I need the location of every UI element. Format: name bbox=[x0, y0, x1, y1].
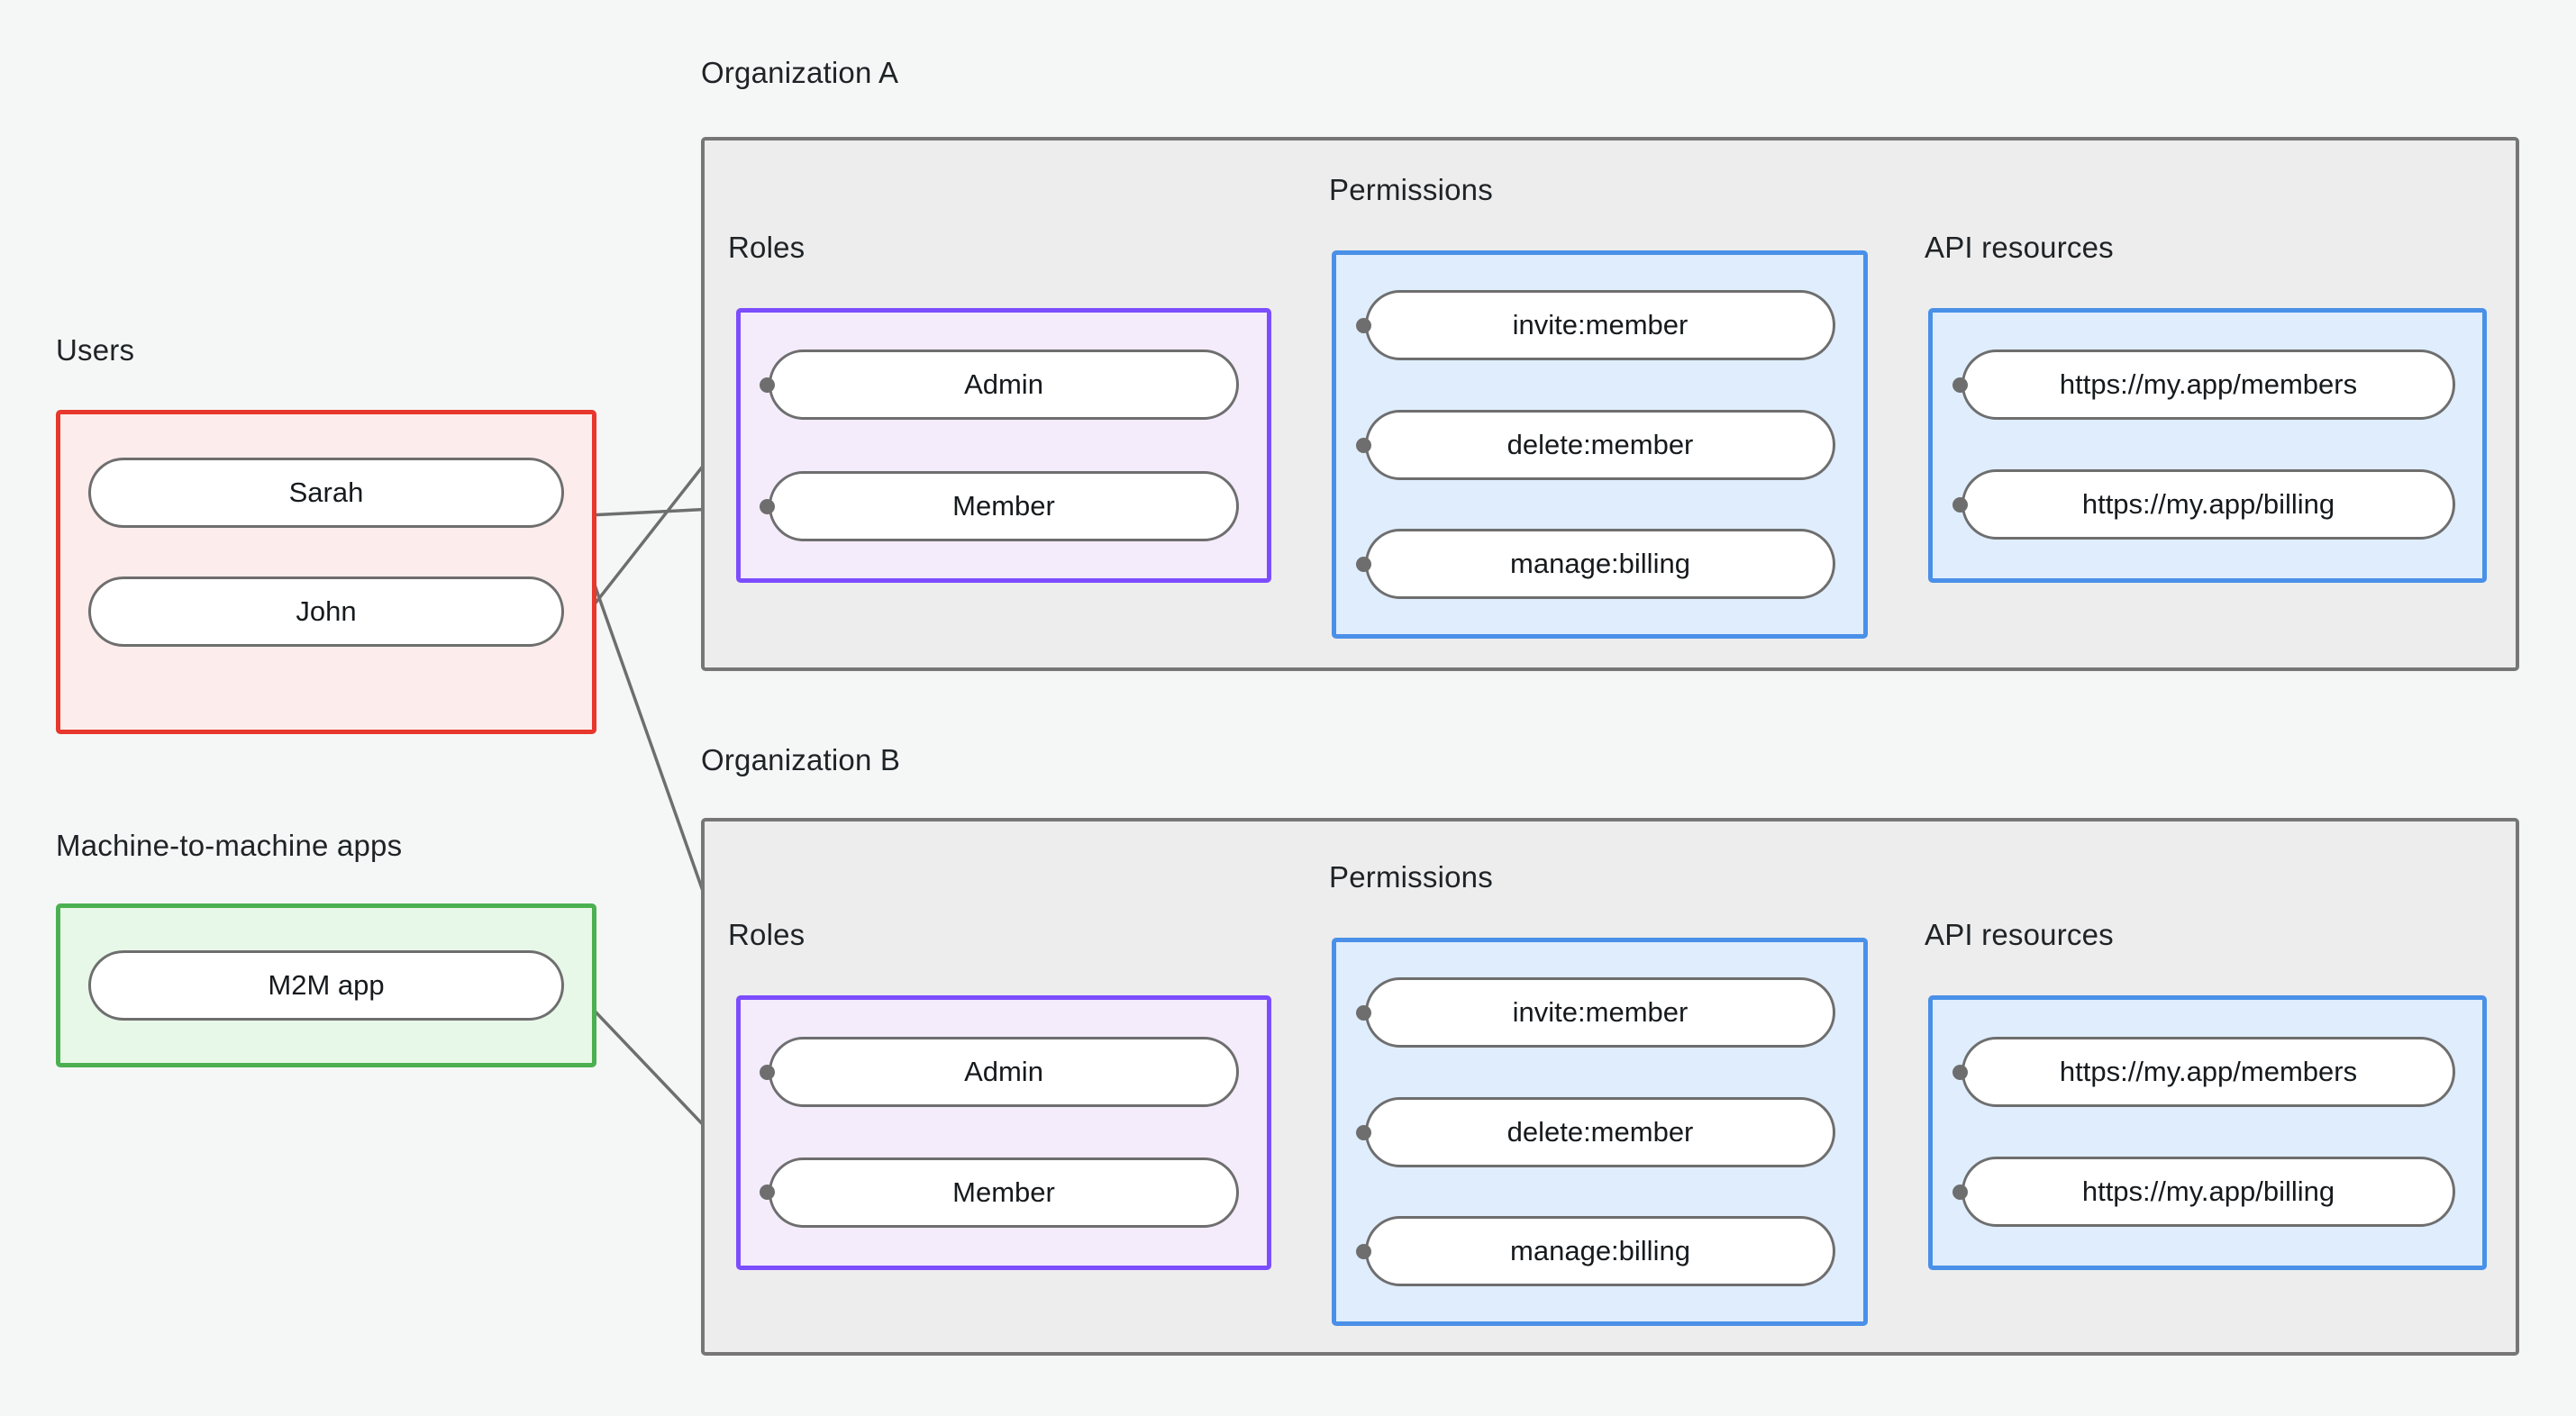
connector-dot-a-admin-left bbox=[760, 377, 775, 393]
org-a-roles-label: Roles bbox=[728, 231, 806, 264]
org-a-api-pill-members[interactable]: https://my.app/members bbox=[1962, 349, 2455, 420]
org-a-permission-pill-delete[interactable]: delete:member bbox=[1365, 410, 1835, 480]
org-a-role-pill-member[interactable]: Member bbox=[769, 471, 1239, 541]
org-b-permission-pill-delete[interactable]: delete:member bbox=[1365, 1097, 1835, 1167]
connector-dot-a-delete-left bbox=[1356, 438, 1371, 453]
connector-dot-b-res-members-left bbox=[1952, 1065, 1968, 1080]
org-b-roles-label: Roles bbox=[728, 918, 806, 951]
connector-dot-a-res-billing-left bbox=[1952, 497, 1968, 513]
org-a-api-pill-billing[interactable]: https://my.app/billing bbox=[1962, 469, 2455, 540]
org-a-role-pill-admin[interactable]: Admin bbox=[769, 349, 1239, 420]
org-b-permissions-label: Permissions bbox=[1329, 860, 1493, 894]
connector-dot-b-invite-left bbox=[1356, 1005, 1371, 1021]
org-b-api-pill-billing[interactable]: https://my.app/billing bbox=[1962, 1157, 2455, 1227]
connector-dot-a-member-left bbox=[760, 499, 775, 514]
connector-dot-b-admin-left bbox=[760, 1065, 775, 1080]
connector-dot-b-billing-left bbox=[1356, 1244, 1371, 1259]
org-a-api-label: API resources bbox=[1925, 231, 2114, 264]
org-b-permission-pill-invite[interactable]: invite:member bbox=[1365, 977, 1835, 1048]
org-b-permission-pill-billing[interactable]: manage:billing bbox=[1365, 1216, 1835, 1286]
org-b-role-pill-admin[interactable]: Admin bbox=[769, 1037, 1239, 1107]
connector-dot-a-res-members-left bbox=[1952, 377, 1968, 393]
users-group-label: Users bbox=[56, 333, 135, 367]
connector-dot-b-member-left bbox=[760, 1185, 775, 1200]
org-b-api-label: API resources bbox=[1925, 918, 2114, 951]
org-a-label: Organization A bbox=[701, 56, 899, 89]
org-b-label: Organization B bbox=[701, 743, 901, 776]
org-a-permissions-label: Permissions bbox=[1329, 173, 1493, 206]
m2m-group-label: Machine-to-machine apps bbox=[56, 829, 403, 862]
org-b-role-pill-member[interactable]: Member bbox=[769, 1157, 1239, 1228]
org-a-permission-pill-invite[interactable]: invite:member bbox=[1365, 290, 1835, 360]
org-b-api-pill-members[interactable]: https://my.app/members bbox=[1962, 1037, 2455, 1107]
org-a-permission-pill-billing[interactable]: manage:billing bbox=[1365, 529, 1835, 599]
connector-dot-b-delete-left bbox=[1356, 1125, 1371, 1140]
connector-dot-a-invite-left bbox=[1356, 318, 1371, 333]
user-pill-john[interactable]: John bbox=[88, 576, 564, 647]
m2m-pill-app[interactable]: M2M app bbox=[88, 950, 564, 1021]
connector-dot-a-billing-left bbox=[1356, 557, 1371, 572]
user-pill-sarah[interactable]: Sarah bbox=[88, 458, 564, 528]
connector-dot-b-res-billing-left bbox=[1952, 1185, 1968, 1200]
